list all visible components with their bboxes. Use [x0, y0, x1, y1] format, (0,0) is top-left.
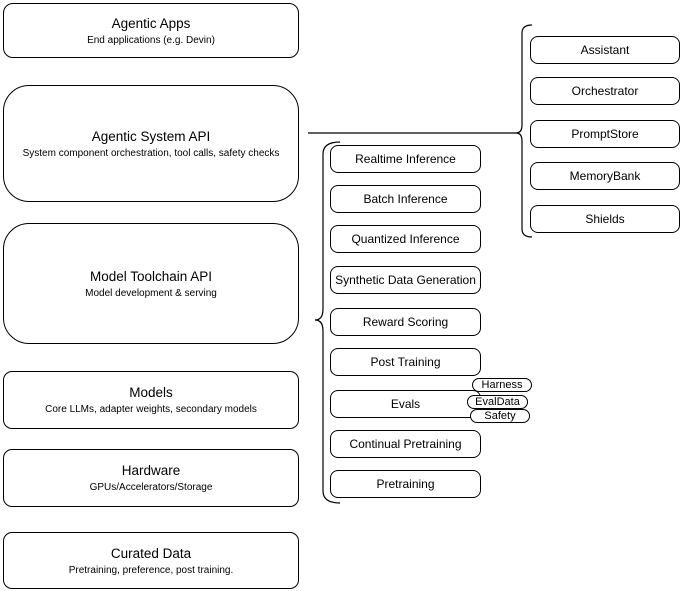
node-assistant[interactable]: Assistant [530, 36, 680, 64]
node-label: Continual Pretraining [349, 437, 462, 451]
node-quantized-inference[interactable]: Quantized Inference [330, 225, 481, 253]
node-label: Realtime Inference [355, 152, 456, 166]
tag-evaldata[interactable]: EvalData [467, 395, 528, 409]
node-synthetic-data-generation[interactable]: Synthetic Data Generation [330, 266, 481, 294]
node-label: Shields [585, 212, 625, 226]
node-label: MemoryBank [569, 169, 641, 183]
node-models[interactable]: Models Core LLMs, adapter weights, secon… [3, 371, 299, 429]
node-agentic-apps[interactable]: Agentic Apps End applications (e.g. Devi… [3, 3, 299, 58]
node-batch-inference[interactable]: Batch Inference [330, 185, 481, 213]
node-orchestrator[interactable]: Orchestrator [530, 77, 680, 105]
node-label: Reward Scoring [362, 315, 449, 329]
node-label: Batch Inference [363, 192, 448, 206]
node-reward-scoring[interactable]: Reward Scoring [330, 308, 481, 336]
tag-label: Harness [481, 379, 523, 391]
node-evals[interactable]: Evals [330, 390, 481, 418]
node-curated-data[interactable]: Curated Data Pretraining, preference, po… [3, 532, 299, 589]
node-label: Evals [390, 397, 421, 411]
node-continual-pretraining[interactable]: Continual Pretraining [330, 430, 481, 458]
node-label: Orchestrator [571, 84, 639, 98]
node-title: Model Toolchain API [89, 268, 213, 284]
node-label: PromptStore [571, 127, 639, 141]
node-realtime-inference[interactable]: Realtime Inference [330, 145, 481, 173]
node-post-training[interactable]: Post Training [330, 348, 481, 376]
tag-label: Safety [484, 410, 516, 422]
node-label: Assistant [580, 43, 630, 57]
node-subtitle: Model development & serving [85, 287, 217, 299]
node-label: Quantized Inference [351, 232, 460, 246]
node-title: Agentic Apps [111, 15, 191, 31]
node-subtitle: GPUs/Accelerators/Storage [89, 482, 213, 493]
node-agentic-system-api[interactable]: Agentic System API System component orch… [3, 85, 299, 202]
node-subtitle: End applications (e.g. Devin) [87, 34, 215, 46]
node-subtitle: Core LLMs, adapter weights, secondary mo… [45, 404, 257, 415]
node-subtitle: Pretraining, preference, post training. [68, 564, 234, 576]
node-subtitle: System component orchestration, tool cal… [22, 147, 280, 159]
node-pretraining[interactable]: Pretraining [330, 470, 481, 498]
node-title: Curated Data [110, 545, 192, 561]
node-model-toolchain-api[interactable]: Model Toolchain API Model development & … [3, 223, 299, 344]
node-title: Hardware [121, 463, 181, 478]
node-title: Models [129, 385, 173, 400]
node-hardware[interactable]: Hardware GPUs/Accelerators/Storage [3, 449, 299, 507]
node-label: Synthetic Data Generation [335, 273, 476, 287]
tag-harness[interactable]: Harness [472, 378, 532, 392]
tag-label: EvalData [475, 396, 520, 408]
node-label: Post Training [370, 355, 441, 369]
node-promptstore[interactable]: PromptStore [530, 120, 680, 148]
node-title: Agentic System API [91, 128, 211, 144]
node-memorybank[interactable]: MemoryBank [530, 162, 680, 190]
tag-safety[interactable]: Safety [470, 409, 530, 423]
node-label: Pretraining [376, 477, 435, 491]
node-shields[interactable]: Shields [530, 205, 680, 233]
